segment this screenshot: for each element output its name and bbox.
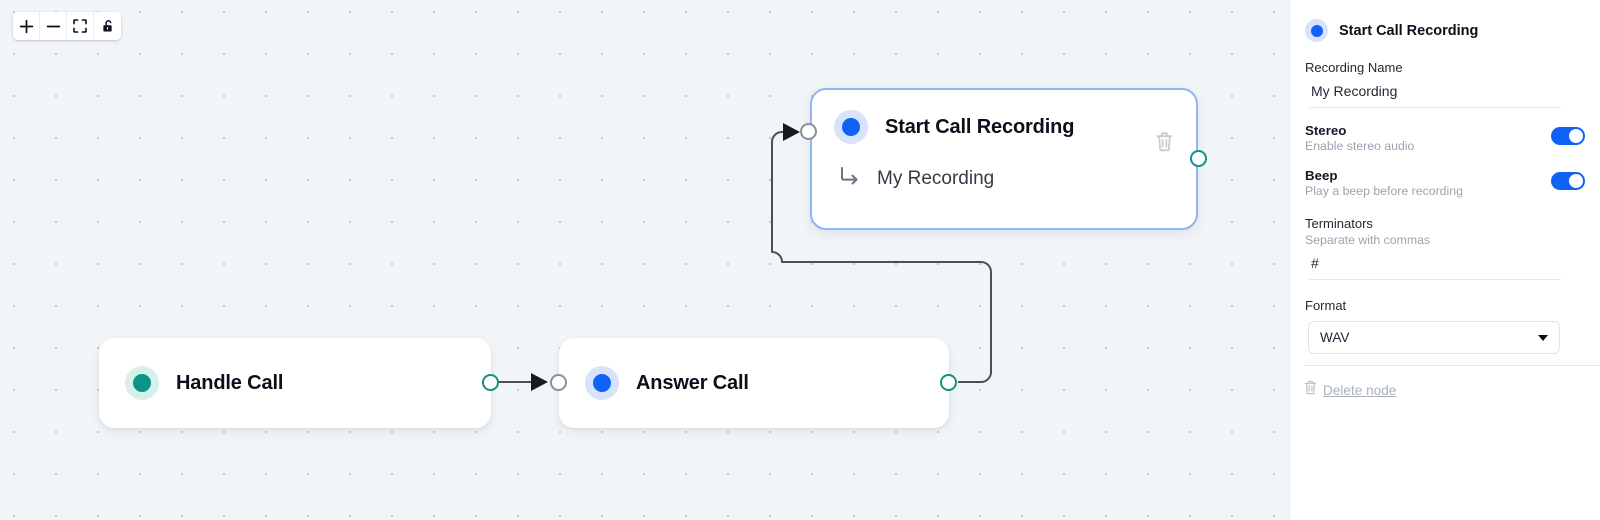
delete-node-label: Delete node xyxy=(1323,382,1397,398)
panel-title: Start Call Recording xyxy=(1339,22,1479,39)
node-start-call-recording-subtitle: My Recording xyxy=(877,167,995,189)
delete-node-button[interactable]: Delete node xyxy=(1304,380,1396,400)
node-answer-call-title: Answer Call xyxy=(636,371,749,394)
node-answer-call-input-handle[interactable] xyxy=(550,374,567,391)
minus-icon xyxy=(46,19,61,34)
recording-name-input[interactable] xyxy=(1309,81,1561,108)
node-handle-call[interactable]: Handle Call xyxy=(99,338,491,428)
terminators-label: Terminators xyxy=(1305,216,1373,231)
node-answer-call-output-handle[interactable] xyxy=(940,374,957,391)
node-dot-icon xyxy=(125,366,159,400)
terminators-hint: Separate with commas xyxy=(1305,233,1431,247)
edge-layer xyxy=(499,123,992,391)
beep-label: Beep xyxy=(1305,168,1338,183)
field-stereo: Stereo Enable stereo audio xyxy=(1304,123,1586,153)
field-beep: Beep Play a beep before recording xyxy=(1304,168,1586,198)
zoom-out-button[interactable] xyxy=(40,12,67,40)
edge-handle-call-answer-call xyxy=(499,373,548,391)
format-select[interactable]: WAV xyxy=(1308,321,1560,354)
beep-text: Beep Play a beep before recording xyxy=(1305,168,1463,198)
panel-header: Start Call Recording xyxy=(1304,0,1586,42)
lock-icon xyxy=(101,19,115,33)
trash-icon xyxy=(1304,380,1317,400)
panel-divider xyxy=(1304,365,1600,366)
plus-icon xyxy=(19,19,34,34)
beep-hint: Play a beep before recording xyxy=(1305,184,1463,198)
stereo-text: Stereo Enable stereo audio xyxy=(1305,123,1414,153)
node-start-call-recording-output-handle[interactable] xyxy=(1190,150,1207,167)
fit-view-button[interactable] xyxy=(67,12,94,40)
node-start-call-recording-body: Start Call Recording My Recording xyxy=(812,90,1196,209)
node-delete-icon[interactable] xyxy=(1155,131,1174,157)
fit-view-icon xyxy=(73,19,87,33)
toggle-interactivity-button[interactable] xyxy=(94,12,121,40)
field-format: Format WAV xyxy=(1304,298,1586,354)
format-selected-value: WAV xyxy=(1320,330,1350,345)
node-start-call-recording-input-handle[interactable] xyxy=(800,123,817,140)
format-label: Format xyxy=(1305,298,1347,313)
node-handle-call-title: Handle Call xyxy=(176,371,284,394)
node-start-call-recording-head: Start Call Recording xyxy=(834,110,1176,144)
canvas-toolbar xyxy=(13,12,121,40)
field-terminators: Terminators Separate with commas xyxy=(1304,216,1586,280)
stereo-label: Stereo xyxy=(1305,123,1347,138)
terminators-input[interactable] xyxy=(1309,253,1561,280)
node-dot-icon xyxy=(834,110,868,144)
stereo-hint: Enable stereo audio xyxy=(1305,139,1415,153)
node-handle-call-row: Handle Call xyxy=(99,338,491,428)
node-start-call-recording-title: Start Call Recording xyxy=(885,115,1075,138)
node-answer-call-row: Answer Call xyxy=(559,338,949,428)
stereo-toggle[interactable] xyxy=(1551,127,1585,145)
beep-toggle[interactable] xyxy=(1551,172,1585,190)
recording-name-label: Recording Name xyxy=(1305,60,1403,75)
node-properties-panel: Start Call Recording Recording Name Ster… xyxy=(1289,0,1600,520)
node-start-call-recording[interactable]: Start Call Recording My Recording xyxy=(810,88,1198,230)
node-dot-icon xyxy=(585,366,619,400)
zoom-in-button[interactable] xyxy=(13,12,40,40)
node-dot-icon xyxy=(1305,19,1328,42)
node-answer-call[interactable]: Answer Call xyxy=(559,338,949,428)
chevron-down-icon xyxy=(1538,334,1548,341)
node-handle-call-output-handle[interactable] xyxy=(482,374,499,391)
field-recording-name: Recording Name xyxy=(1304,60,1586,108)
node-start-call-recording-subtitle-row: My Recording xyxy=(834,166,1176,191)
arrow-return-icon xyxy=(839,166,861,191)
flow-canvas[interactable]: Handle Call Answer Call Start Call xyxy=(0,0,1289,520)
